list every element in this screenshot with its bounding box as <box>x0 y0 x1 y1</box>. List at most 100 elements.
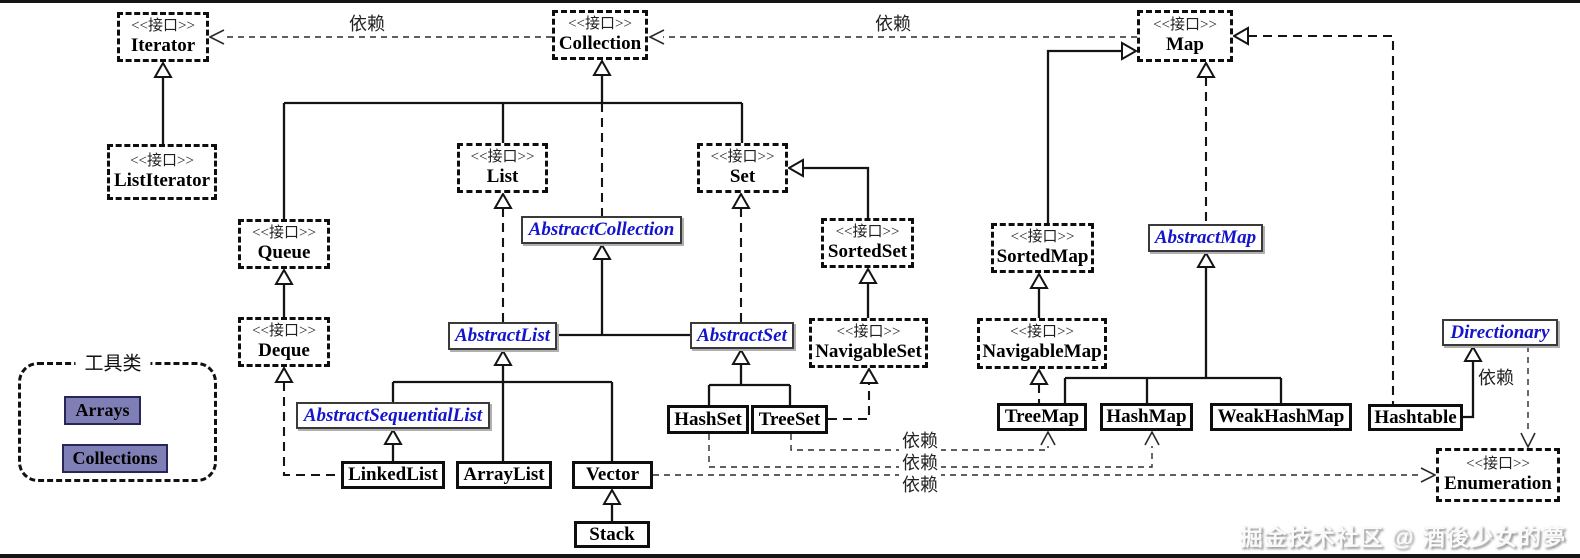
edge-linkedlist-implements-deque <box>274 365 341 477</box>
class-name: WeakHashMap <box>1217 406 1345 428</box>
node-sortedset: <<接口>> SortedSet <box>821 218 914 268</box>
stereotype-label: <<接口>> <box>470 148 535 165</box>
node-abstractsequentiallist: AbstractSequentialList <box>296 402 490 429</box>
dependency-label-directionary-enumeration: 依赖 <box>1475 364 1517 390</box>
edge-treeset-implements-navigableset <box>828 366 879 421</box>
dependency-label-hashset-hashmap: 依赖 <box>899 449 941 475</box>
class-name: Arrays <box>75 400 130 420</box>
watermark-text: 掘金技术社区 @ 酒後少女的夢 <box>1239 524 1566 550</box>
class-name: TreeMap <box>1004 406 1080 428</box>
node-weakhashmap: WeakHashMap <box>1210 403 1352 431</box>
node-hashmap: HashMap <box>1100 403 1193 431</box>
edge-abstractset-implements-set <box>731 191 751 322</box>
node-hashtable: Hashtable <box>1368 404 1463 431</box>
class-name: Collections <box>72 448 158 468</box>
node-abstractset: AbstractSet <box>690 322 794 349</box>
edge-sortedset-extends-set <box>786 158 870 218</box>
edge-stack-extends-vector <box>602 487 622 521</box>
node-navigablemap: <<接口>> NavigableMap <box>977 318 1107 369</box>
node-collections: Collections <box>62 444 168 473</box>
node-abstractmap: AbstractMap <box>1148 224 1263 252</box>
stereotype-label: <<接口>> <box>131 17 195 34</box>
node-collection: <<接口>> Collection <box>552 10 648 60</box>
stereotype-label: <<接口>> <box>1010 228 1075 245</box>
node-navigableset: <<接口>> NavigableSet <box>809 318 928 368</box>
node-listiterator: <<接口>> ListIterator <box>107 144 217 200</box>
node-enumeration: <<接口>> Enumeration <box>1436 448 1560 502</box>
edge-hashtable-implements-map <box>1231 26 1395 404</box>
node-set: <<接口>> Set <box>697 143 788 193</box>
node-stack: Stack <box>574 521 650 548</box>
node-deque: <<接口>> Deque <box>238 317 330 367</box>
node-treemap: TreeMap <box>997 403 1087 431</box>
node-vector: Vector <box>572 461 653 489</box>
edge-vector-depends-enumeration <box>653 467 1437 483</box>
stereotype-label: <<接口>> <box>568 15 632 32</box>
stereotype-label: <<接口>> <box>252 224 316 241</box>
edge-collection-depends-iterator <box>208 29 552 45</box>
stereotype-label: <<接口>> <box>130 152 194 169</box>
class-name: HashMap <box>1106 406 1187 428</box>
node-queue: <<接口>> Queue <box>238 219 330 269</box>
class-name: HashSet <box>674 408 742 430</box>
dependency-label-vector-enumeration: 依赖 <box>899 471 941 497</box>
class-name: Directionary <box>1450 321 1550 343</box>
edge-abstractcollection-children <box>557 242 690 337</box>
dependency-label-treeset-treemap: 依赖 <box>899 427 941 453</box>
edge-navigableset-extends-sortedset <box>858 266 878 318</box>
class-name: Enumeration <box>1444 472 1552 494</box>
edge-listiterator-extends-iterator <box>153 60 173 144</box>
stereotype-label: <<接口>> <box>1010 324 1074 341</box>
node-abstractlist: AbstractList <box>448 322 557 350</box>
edge-abstractmap-children <box>1063 250 1283 403</box>
class-name: Hashtable <box>1374 406 1457 428</box>
bottom-border-bar <box>0 554 1580 558</box>
class-name: List <box>486 165 519 187</box>
class-name: LinkedList <box>348 464 438 486</box>
stereotype-label: <<接口>> <box>836 323 901 340</box>
edge-sortedmap-extends-map <box>1046 41 1139 223</box>
edge-abstractlist-children <box>391 348 614 461</box>
class-name: NavigableMap <box>982 341 1102 363</box>
node-arraylist: ArrayList <box>456 461 552 489</box>
dependency-label-collection-iterator: 依赖 <box>346 10 388 36</box>
edge-hashtable-extends-directionary <box>1463 344 1483 419</box>
class-name: ListIterator <box>113 169 211 191</box>
node-hashset: HashSet <box>667 405 749 434</box>
class-name: Deque <box>258 339 310 361</box>
edge-map-depends-collection <box>648 29 1137 45</box>
edge-collection-children <box>282 58 744 219</box>
node-iterator: <<接口>> Iterator <box>117 12 209 62</box>
class-name: NavigableSet <box>815 340 922 362</box>
class-name: ArrayList <box>463 464 545 486</box>
utility-class-legend-title: 工具类 <box>75 348 151 376</box>
node-arrays: Arrays <box>64 396 141 425</box>
edge-abstractset-children <box>707 347 792 405</box>
class-name: AbstractList <box>454 325 550 347</box>
edge-linkedlist-extends-abstractsequentiallist <box>383 427 403 461</box>
edge-abstractmap-implements-map <box>1196 60 1216 224</box>
stereotype-label: <<接口>> <box>1153 16 1217 33</box>
edge-deque-extends-queue <box>274 267 294 317</box>
node-list: <<接口>> List <box>457 143 548 193</box>
top-border-bar <box>0 0 1580 3</box>
class-name: Map <box>1166 33 1204 55</box>
class-name: SortedSet <box>827 240 908 262</box>
class-name: AbstractSequentialList <box>303 404 483 426</box>
class-name: Set <box>729 165 756 187</box>
stereotype-label: <<接口>> <box>710 148 775 165</box>
dependency-label-map-collection: 依赖 <box>872 10 914 36</box>
class-name: AbstractMap <box>1154 227 1257 249</box>
class-name: TreeSet <box>758 408 821 430</box>
edge-navigablemap-extends-sortedmap <box>1029 271 1049 318</box>
node-abstractcollection: AbstractCollection <box>521 216 682 244</box>
class-name: SortedMap <box>996 245 1089 267</box>
class-name: Collection <box>558 32 642 54</box>
class-name: Queue <box>257 241 311 263</box>
class-name: Vector <box>585 464 640 486</box>
stereotype-label: <<接口>> <box>252 322 316 339</box>
class-name: AbstractSet <box>697 324 787 346</box>
stereotype-label: <<接口>> <box>1466 455 1530 472</box>
